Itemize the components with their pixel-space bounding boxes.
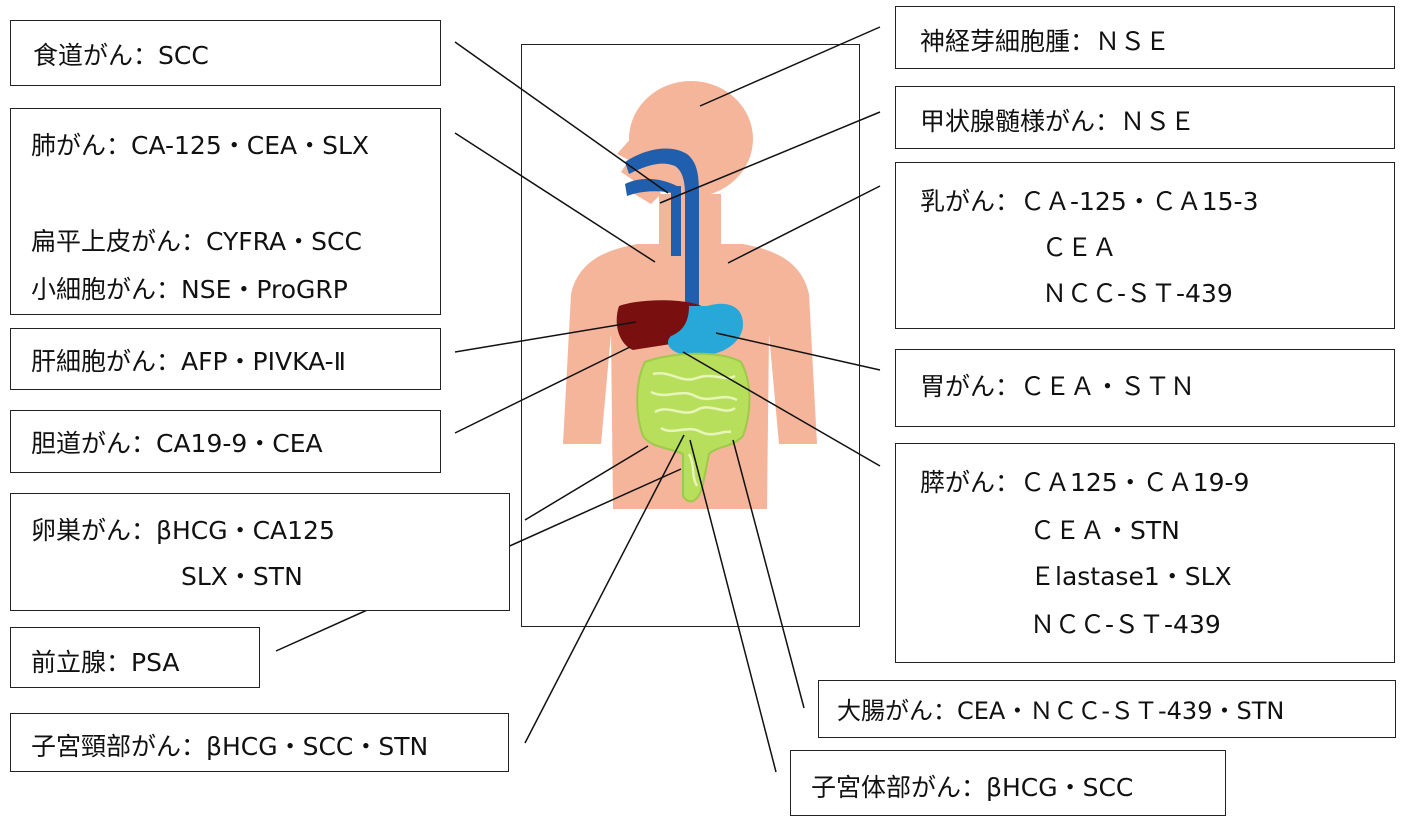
line-pancreas: [683, 352, 880, 466]
line-cervix: [525, 435, 684, 743]
label-pancreas: 膵がん：ＣＡ125・ＣＡ19-9 ＣＥＡ・STN Ｅlastase1・SLX Ｎ…: [895, 443, 1395, 663]
label-uterine-body: 子宮体部がん：βHCG・SCC: [790, 750, 1226, 816]
label-breast-line3: ＮＣＣ-ＳＴ-439: [1042, 281, 1233, 306]
label-prostate-text: 前立腺：PSA: [31, 650, 180, 675]
label-pancreas-line1: 膵がん：ＣＡ125・ＣＡ19-9: [920, 470, 1249, 495]
line-biliary: [455, 347, 630, 433]
label-esophagus-text: 食道がん：SCC: [33, 43, 209, 68]
label-ovary-line2: SLX・STN: [181, 564, 303, 589]
label-biliary: 胆道がん：CA19-9・CEA: [10, 410, 441, 473]
label-liver-text: 肝細胞がん：AFP・PIVKA-Ⅱ: [31, 349, 346, 374]
label-breast-line2: ＣＥＡ: [1042, 235, 1117, 260]
line-neuroblastoma: [700, 27, 880, 106]
label-breast: 乳がん：ＣＡ-125・ＣＡ15-3 ＣＥＡ ＮＣＣ-ＳＴ-439: [895, 162, 1395, 329]
label-lung-main: 肺がん：CA-125・CEA・SLX: [31, 133, 369, 158]
label-colon-text: 大腸がん：CEA・ＮＣＣ-ＳＴ-439・STN: [837, 699, 1284, 723]
line-liver: [455, 322, 636, 352]
label-ovary: 卵巣がん：βHCG・CA125 SLX・STN: [10, 493, 510, 611]
label-colon: 大腸がん：CEA・ＮＣＣ-ＳＴ-439・STN: [818, 680, 1396, 738]
label-lung-squamous: 扁平上皮がん：CYFRA・SCC: [31, 229, 362, 254]
line-uterine-body: [690, 440, 776, 772]
line-thyroid: [660, 112, 880, 203]
line-stomach: [716, 333, 880, 370]
line-ovary: [525, 446, 648, 520]
label-liver: 肝細胞がん：AFP・PIVKA-Ⅱ: [10, 328, 441, 390]
label-prostate: 前立腺：PSA: [10, 627, 260, 688]
label-thyroid-text: 甲状腺髄様がん：ＮＳＥ: [920, 109, 1195, 134]
label-lung-small-cell: 小細胞がん：NSE・ProGRP: [31, 277, 348, 302]
label-biliary-text: 胆道がん：CA19-9・CEA: [31, 431, 323, 456]
label-esophagus: 食道がん：SCC: [10, 20, 441, 86]
label-cervix-text: 子宮頸部がん：βHCG・SCC・STN: [31, 734, 428, 759]
label-breast-line1: 乳がん：ＣＡ-125・ＣＡ15-3: [920, 189, 1258, 214]
label-pancreas-line3: Ｅlastase1・SLX: [1030, 564, 1232, 589]
label-ovary-line1: 卵巣がん：βHCG・CA125: [31, 518, 335, 543]
line-breast: [728, 186, 880, 263]
label-cervix: 子宮頸部がん：βHCG・SCC・STN: [10, 713, 509, 772]
line-colon: [733, 440, 804, 708]
line-esophagus: [455, 42, 668, 193]
label-stomach: 胃がん：ＣＥＡ・ＳＴＮ: [895, 349, 1395, 427]
label-neuroblastoma-text: 神経芽細胞腫：ＮＳＥ: [920, 29, 1170, 54]
label-pancreas-line2: ＣＥＡ・STN: [1030, 518, 1180, 543]
label-uterine-body-text: 子宮体部がん：βHCG・SCC: [811, 775, 1133, 800]
label-stomach-text: 胃がん：ＣＥＡ・ＳＴＮ: [920, 374, 1195, 399]
label-lung: 肺がん：CA-125・CEA・SLX 扁平上皮がん：CYFRA・SCC 小細胞が…: [10, 108, 441, 315]
label-thyroid: 甲状腺髄様がん：ＮＳＥ: [895, 86, 1395, 149]
line-lung: [455, 133, 655, 262]
label-neuroblastoma: 神経芽細胞腫：ＮＳＥ: [895, 6, 1395, 69]
label-pancreas-line4: ＮＣＣ-ＳＴ-439: [1030, 612, 1221, 637]
